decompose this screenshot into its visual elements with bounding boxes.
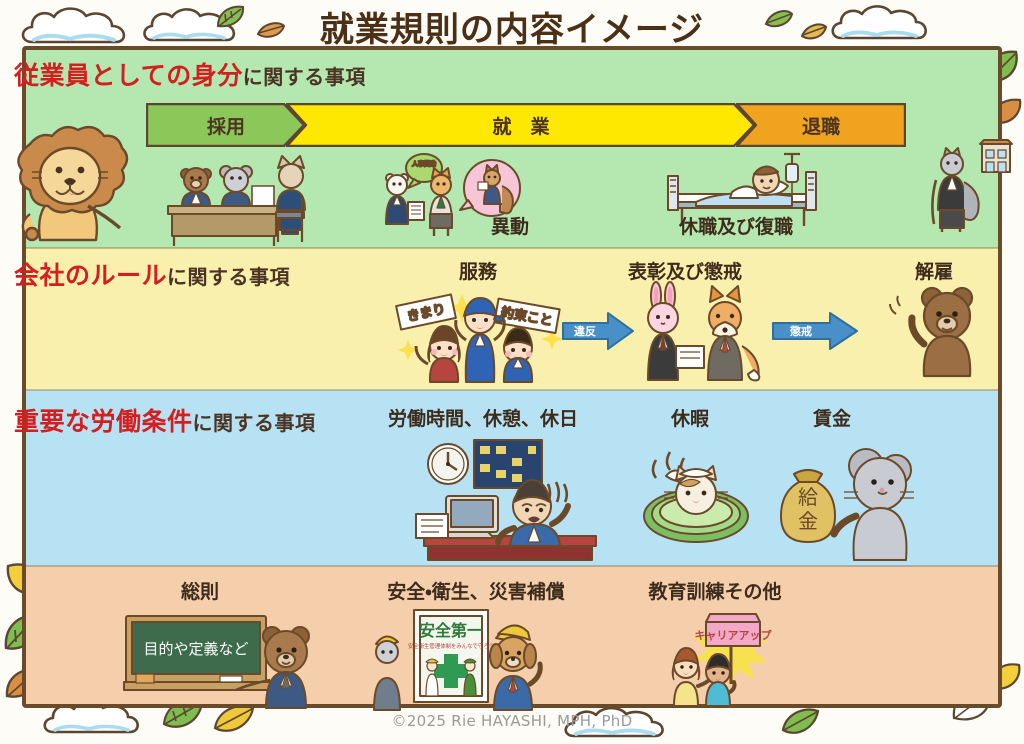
caption-service-rules: 服務	[458, 261, 498, 283]
sick-leave-illustration	[662, 150, 822, 230]
row-heading-rest: に関する事項	[192, 411, 316, 435]
timeline-segment-recruitment[interactable]: 採用	[146, 103, 306, 147]
caption-safety-health-compensation: 安全・衛生、災害補償	[387, 581, 565, 603]
discipline-arrow-label: 懲戒	[790, 325, 812, 338]
row-heading-rest: に関する事項	[242, 65, 366, 89]
cloud-icon	[140, 6, 240, 46]
career-up-illustration: キャリアアップ	[662, 610, 798, 707]
lion-teacher-illustration	[17, 125, 138, 246]
caption-leave-and-reinstatement: 休職及び復職	[678, 216, 794, 238]
leaf-icon	[256, 20, 286, 44]
row-heading-employee-status: 従業員としての身分に関する事項	[14, 56, 366, 92]
rules-children-illustration: きまり 約束こと	[392, 288, 572, 383]
timeline-segment-employment[interactable]: 就 業	[286, 103, 756, 147]
leaf-icon	[214, 4, 246, 34]
row-heading-highlight: 従業員としての身分	[14, 61, 243, 90]
money-bag-text-line2: 金	[798, 509, 818, 533]
timeline-label-retirement: 退職	[801, 115, 840, 138]
blackboard-text: 目的や定義など	[143, 640, 248, 658]
caption-dismissal: 解雇	[914, 261, 954, 283]
safety-poster-title: 安全第一	[419, 621, 483, 640]
transfer-bubble-text-line: 人事異動	[412, 160, 436, 168]
page-title: 就業規則の内容イメージ	[319, 10, 705, 50]
violation-arrow-label: 違反	[574, 325, 596, 338]
leaf-icon	[764, 8, 794, 34]
leaf-icon	[212, 702, 256, 742]
caption-transfer: 異動	[490, 216, 530, 238]
row-heading-rest: に関する事項	[167, 265, 291, 289]
cloud-icon	[828, 2, 932, 44]
caption-working-hours: 労働時間、休憩、休日	[387, 408, 579, 430]
caption-training-others: 教育訓練その他	[648, 581, 782, 603]
timeline-label-employment: 就 業	[492, 115, 550, 138]
safety-poster-subtitle: 安全衛生管理体制をみんなで守ろう	[408, 642, 494, 650]
timeline-segment-retirement[interactable]: 退職	[736, 103, 906, 147]
safety-poster-illustration: 安全第一 安全衛生管理体制をみんなで守ろう	[370, 608, 570, 711]
discipline-illustration	[636, 280, 766, 382]
cloud-icon	[18, 4, 136, 48]
blackboard-illustration: 目的や定義など	[120, 612, 320, 709]
row-heading-working-conditions: 重要な労働条件に関する事項	[14, 402, 316, 438]
vacation-hotspring-illustration	[636, 440, 756, 550]
transfer-illustration: 人事異動	[382, 152, 537, 237]
overwork-illustration	[410, 439, 610, 561]
career-sign-text: キャリアアップ	[695, 628, 773, 642]
caption-vacation: 休暇	[670, 408, 710, 430]
row-heading-highlight: 会社のルール	[14, 261, 168, 290]
timeline-label-recruitment: 採用	[206, 115, 245, 138]
caption-general-provisions: 総則	[180, 581, 220, 603]
job-interview-illustration	[152, 148, 312, 248]
caption-wages: 賃金	[812, 408, 852, 430]
copyright-text: ©2025 Rie HAYASHI, MPH, PhD	[391, 712, 633, 730]
dismissal-bear-illustration	[889, 282, 986, 378]
discipline-arrow: 懲戒	[772, 312, 858, 350]
caption-commendation-discipline: 表彰及び懲戒	[627, 261, 743, 283]
money-bag-text-line1: 給	[798, 485, 818, 509]
employment-timeline: 採用 就 業 退職	[146, 103, 906, 147]
leaf-icon	[800, 22, 828, 46]
leaf-icon	[780, 706, 820, 744]
retirement-illustration	[930, 139, 1014, 232]
row-heading-highlight: 重要な労働条件	[14, 407, 193, 436]
wages-illustration: 給 金	[778, 440, 918, 561]
violation-arrow: 違反	[562, 312, 634, 350]
row-heading-company-rules: 会社のルールに関する事項	[14, 256, 290, 292]
